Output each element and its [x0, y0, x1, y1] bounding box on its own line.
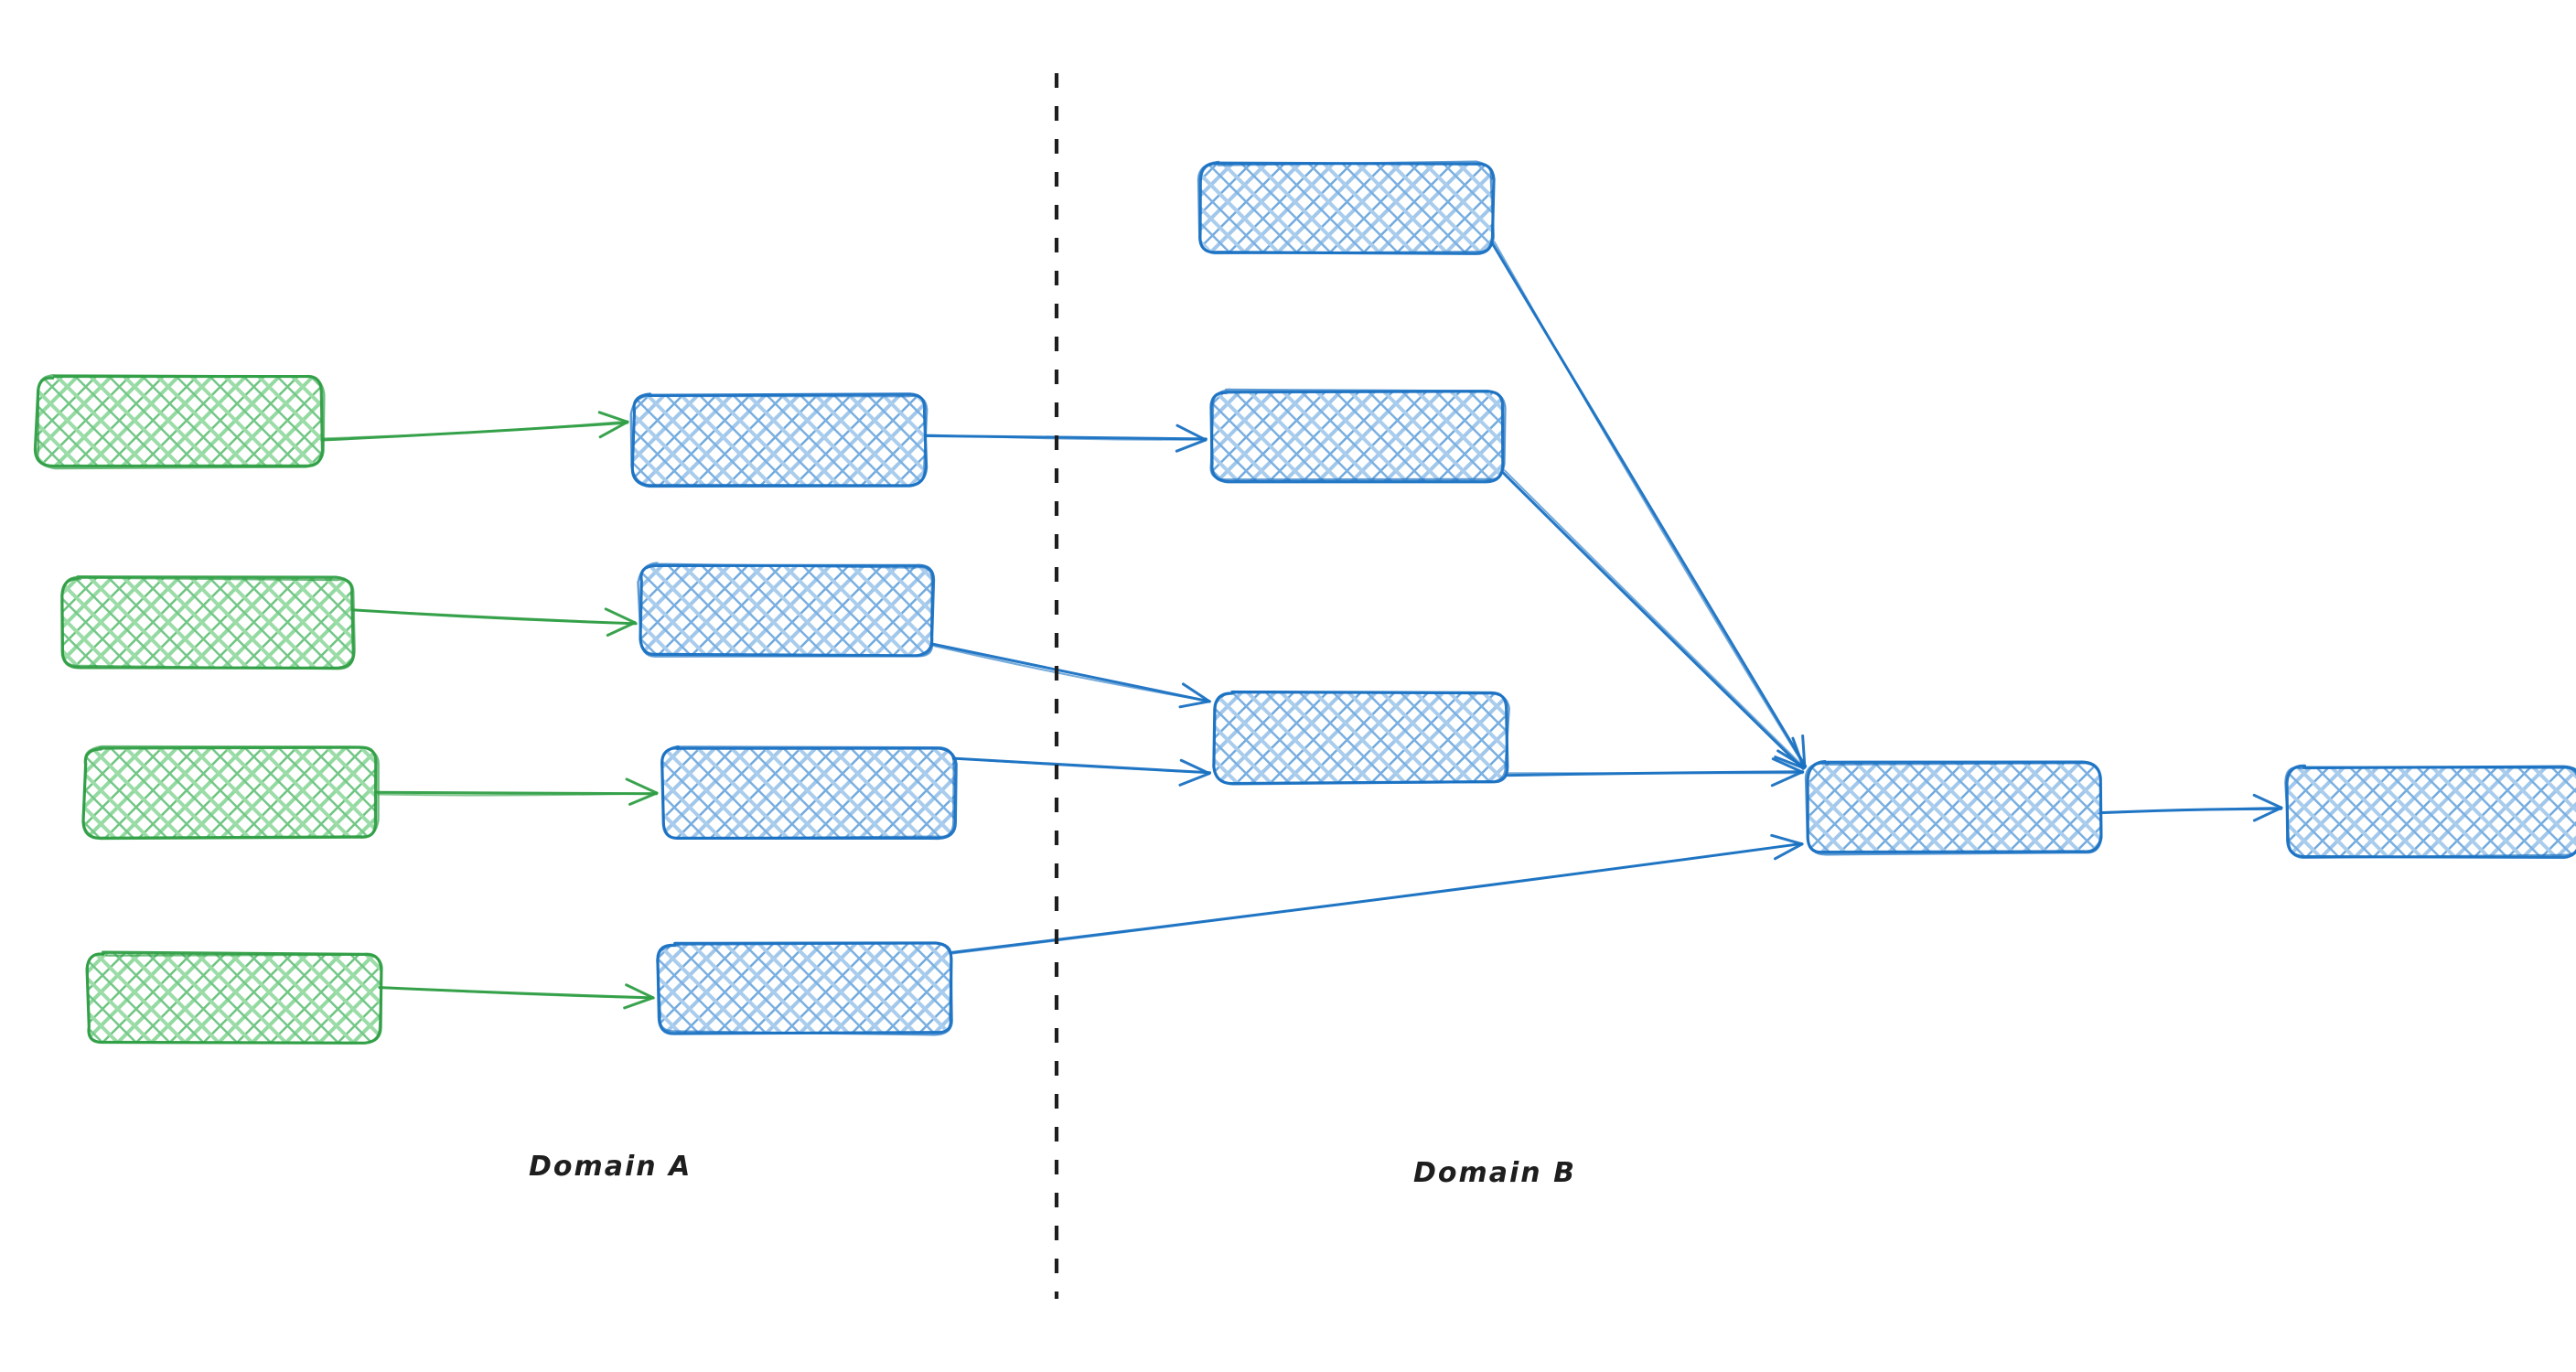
edge-c3-to-hub [1505, 757, 1805, 788]
node-box-b3[interactable] [662, 748, 955, 838]
node-c1[interactable] [1197, 160, 1496, 255]
node-out[interactable] [2284, 764, 2576, 859]
node-a2[interactable] [60, 575, 356, 670]
node-a4[interactable] [85, 950, 383, 1045]
edge-a4-to-b4 [378, 983, 655, 1010]
node-box-b1[interactable] [633, 395, 926, 485]
node-c3[interactable] [1212, 690, 1510, 786]
edge-a3-to-b3 [373, 777, 659, 806]
edge-hub-to-out [2097, 793, 2283, 822]
node-box-c3[interactable] [1215, 693, 1508, 783]
edge-a1-to-b1 [320, 411, 629, 442]
node-b1[interactable] [629, 392, 928, 488]
node-a3[interactable] [81, 745, 380, 841]
node-b3[interactable] [660, 745, 958, 841]
node-box-out[interactable] [2287, 766, 2576, 856]
node-box-a1[interactable] [37, 377, 322, 466]
node-c2[interactable] [1209, 388, 1507, 484]
edge-b4-to-hub [950, 833, 1804, 955]
label-domain-a: Domain A [529, 1151, 692, 1183]
edge-a2-to-b2 [350, 607, 638, 638]
node-box-b4[interactable] [659, 944, 951, 1034]
node-a1[interactable] [33, 374, 326, 470]
node-box-c1[interactable] [1200, 163, 1493, 252]
nodes-layer [33, 160, 2576, 1045]
edge-c2-to-hub [1501, 469, 1806, 770]
edge-b1-to-c2 [924, 423, 1208, 453]
edge-b2-to-c3 [930, 642, 1211, 709]
node-box-b2[interactable] [640, 565, 933, 655]
node-box-a2[interactable] [62, 578, 353, 668]
node-hub[interactable] [1804, 760, 2103, 856]
node-box-c2[interactable] [1211, 391, 1504, 481]
node-b2[interactable] [637, 562, 936, 658]
node-box-a4[interactable] [88, 953, 381, 1043]
node-box-a3[interactable] [84, 748, 377, 838]
edges-layer [320, 240, 2283, 1010]
node-box-hub[interactable] [1808, 763, 2100, 852]
label-domain-b: Domain B [1413, 1157, 1576, 1189]
node-b4[interactable] [656, 941, 953, 1036]
edge-b3-to-c3 [951, 756, 1212, 787]
